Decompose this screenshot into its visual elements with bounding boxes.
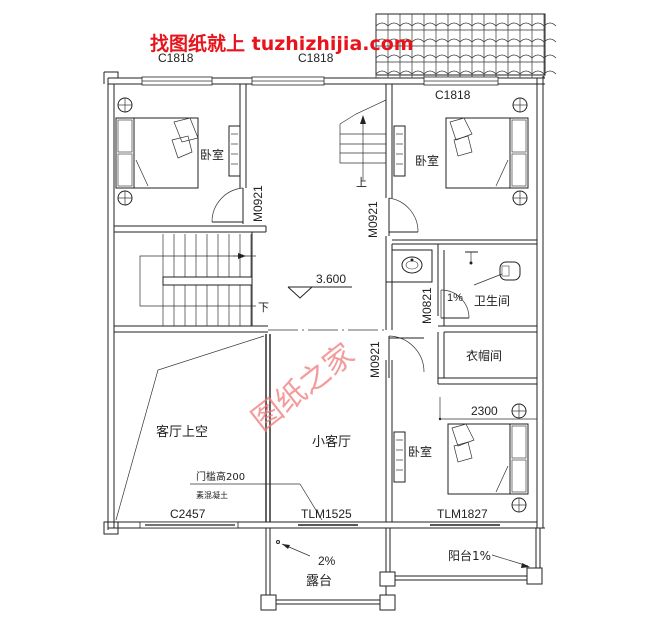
door-swing-nw [211,187,244,224]
elevation-marker [287,286,352,299]
door-label-nw: M0921 [251,185,265,222]
room-label-bedroom-nw: 卧室 [200,147,224,162]
window-top-right [423,76,499,86]
door-label-slide-mid: TLM1525 [301,507,352,521]
room-label-living-void: 客厅上空 [156,424,208,440]
bed-nw [115,97,199,206]
window-top-left [141,76,213,86]
void-outline [115,335,265,521]
window-label-top-mid: C1818 [298,51,334,65]
elevation-label: 3.600 [316,272,346,286]
stair-down-label: 下 [258,301,269,314]
stair-main [139,234,256,326]
room-label-small-living: 小客厅 [312,434,351,450]
room-label-closet: 衣帽间 [466,348,502,363]
window-bottom-left [139,521,239,529]
room-label-bathroom: 卫生间 [474,294,510,308]
door-label-slide-right: TLM1827 [437,507,488,521]
window-label-bottom-left: C2457 [170,507,206,521]
sill-note-2: 素混凝土 [196,490,228,500]
wardrobe-nw [228,125,241,177]
door-label-se: M0921 [368,341,382,378]
door-swing-se [388,335,425,378]
balcony [395,528,543,585]
bed-se [447,403,529,513]
room-label-balcony: 阳台1% [448,548,491,563]
shower-head [465,251,478,265]
door-swing-ne [388,197,419,236]
window-label-top-right: C1818 [435,88,471,102]
dimension-label: 2300 [471,404,498,418]
dimension-line [438,397,537,421]
room-label-terrace: 露台 [306,574,332,589]
door-label-bath: M0821 [420,287,434,324]
wardrobe-se [393,431,406,483]
bath-slope-label: 1% [447,292,463,304]
window-label-top-left: C1818 [158,51,194,65]
terrace-slope-label: 2% [318,554,336,568]
bed-ne [445,97,529,206]
room-label-bedroom-ne: 卧室 [415,153,439,168]
toilet [473,261,521,286]
wardrobe-ne [393,125,406,177]
roof-tile-area [375,13,557,78]
stair-up-small [339,99,387,180]
room-label-bedroom-se: 卧室 [408,444,432,459]
watermark-diagonal: 图纸之家 [245,337,361,438]
stair-up-label: 上 [356,176,367,189]
washbasin [401,256,423,274]
sill-note-1: 门槛高200 [196,470,245,483]
door-swing-bath [440,289,470,319]
watermark-top: 找图纸就上 tuzhizhijia.com [150,32,414,55]
window-top-mid [251,76,325,86]
terrace [260,528,396,611]
door-label-ne: M0921 [366,201,380,238]
